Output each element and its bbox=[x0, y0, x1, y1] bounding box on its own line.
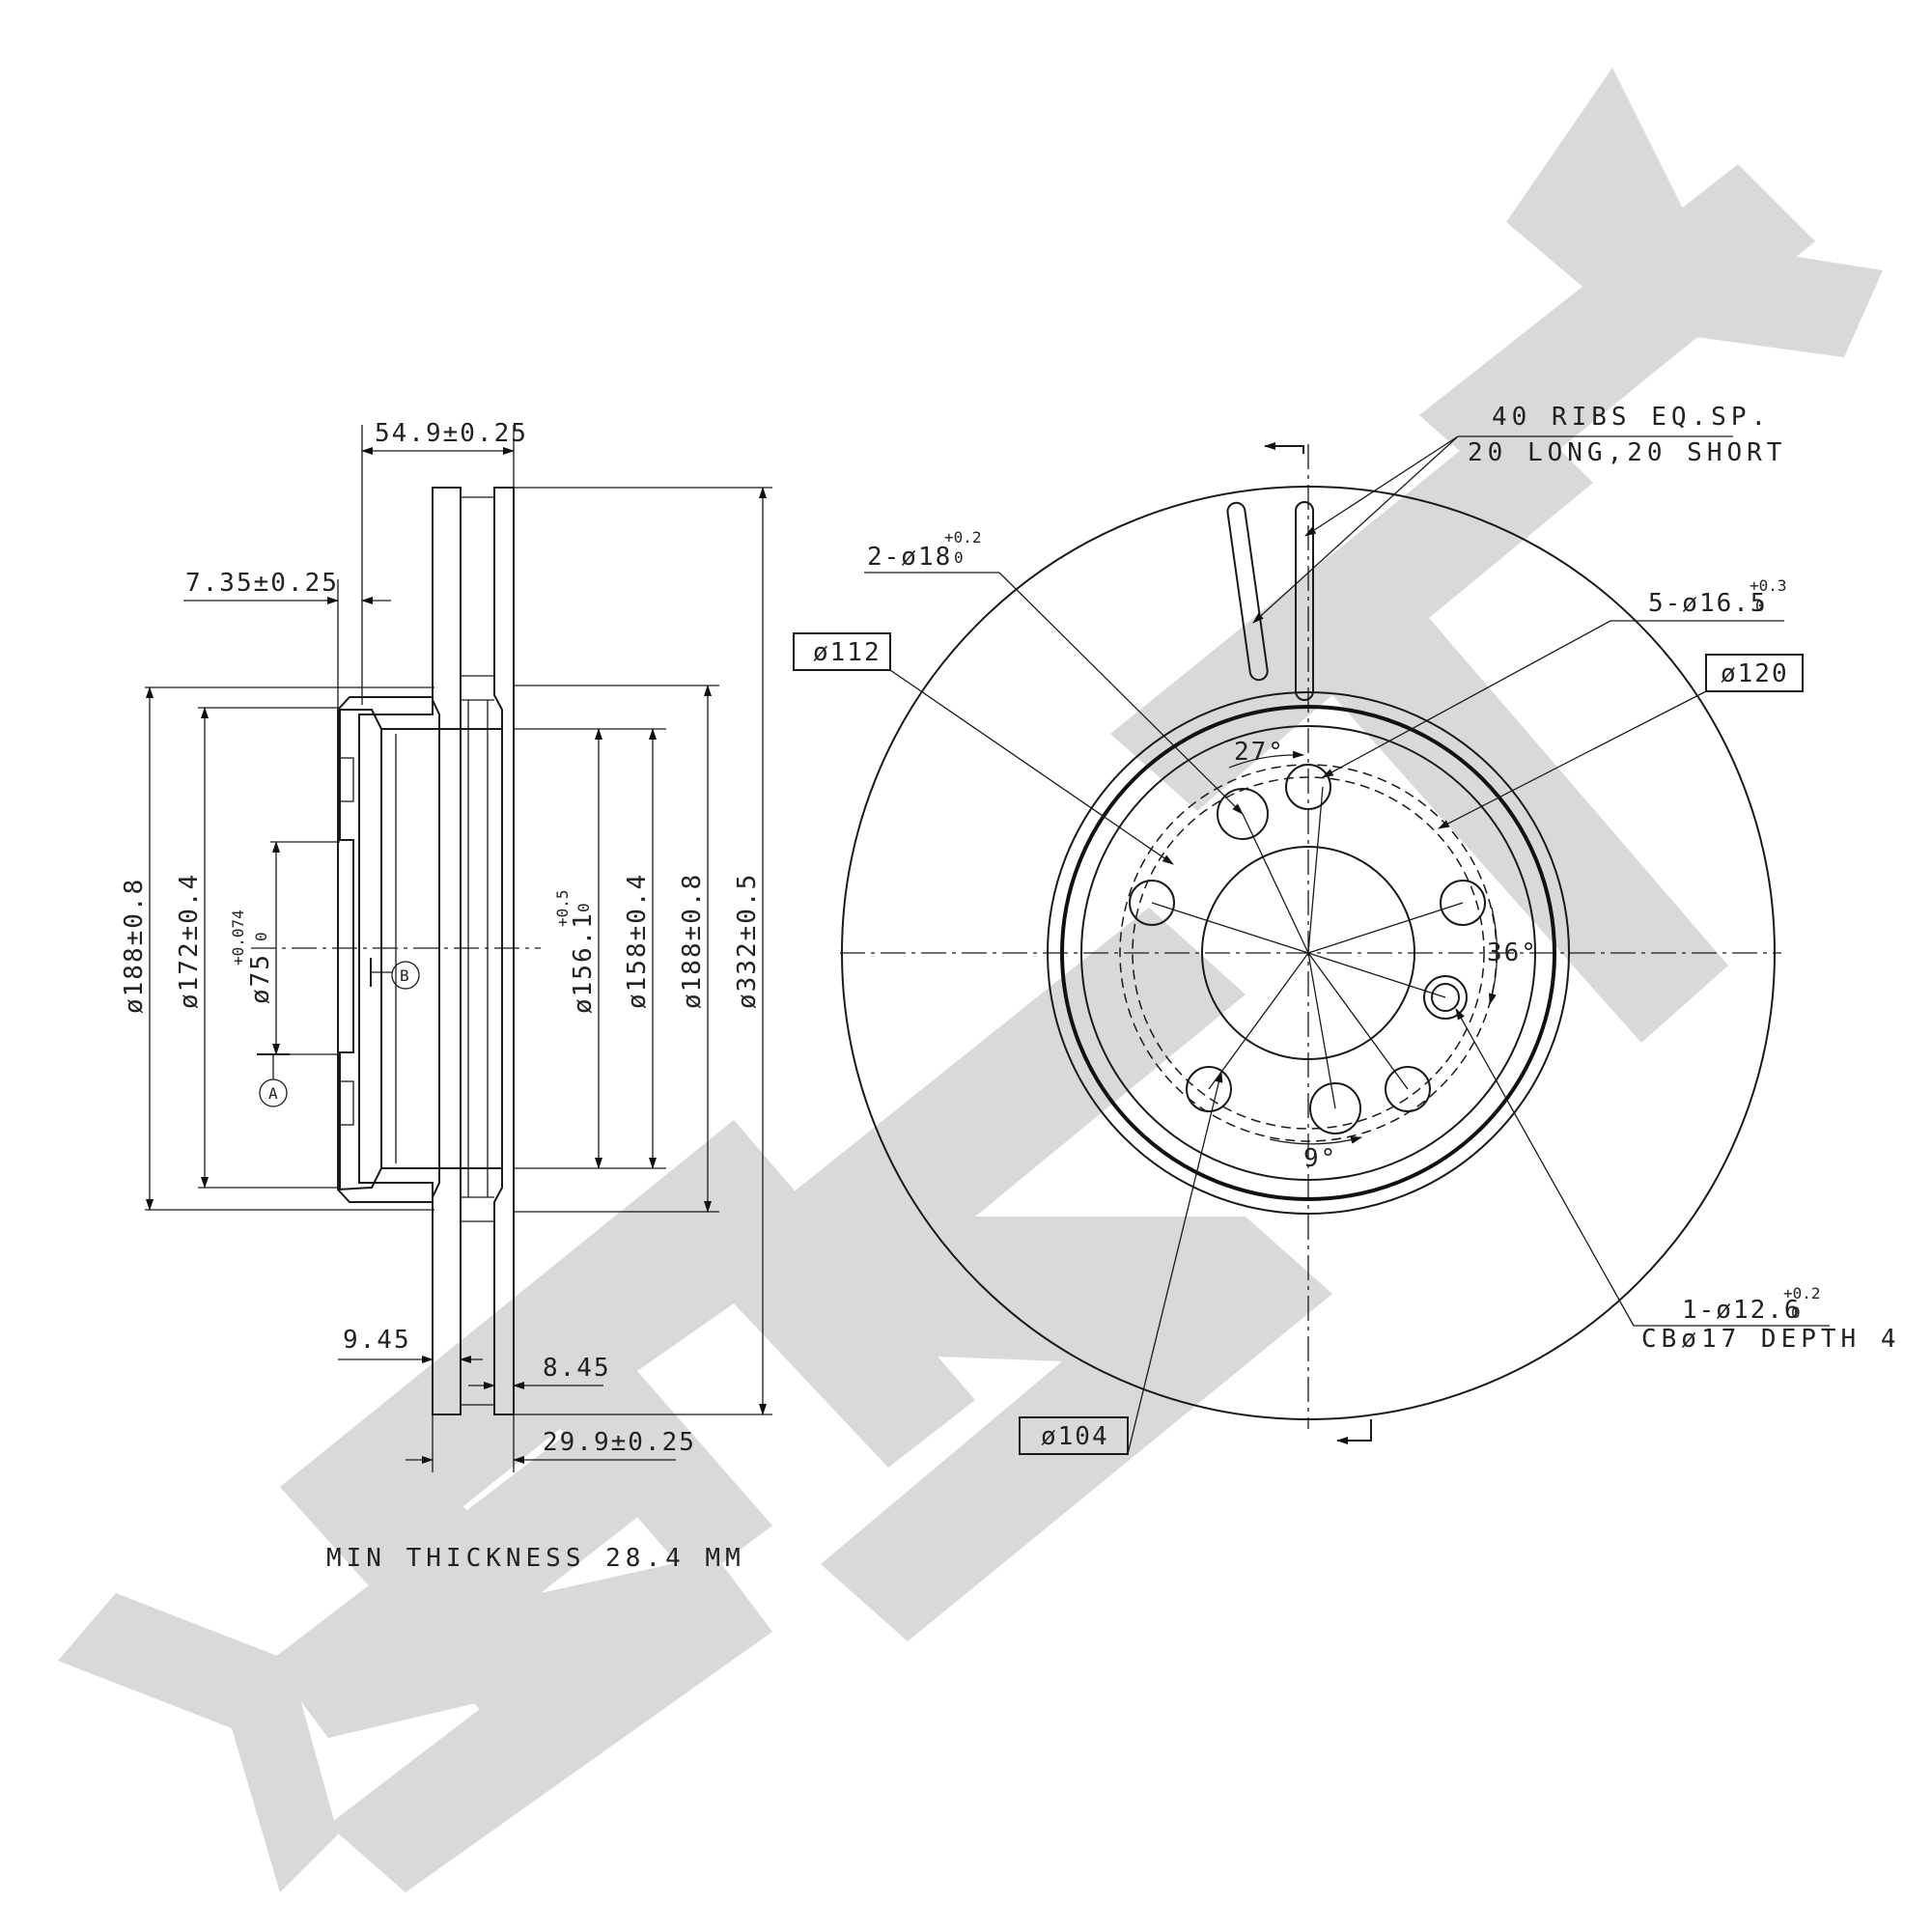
section-mark-top bbox=[1264, 442, 1304, 454]
angle-arc-27 bbox=[1228, 750, 1304, 769]
angle-9: 9° bbox=[1303, 1144, 1337, 1173]
holes-18-tol-lower: 0 bbox=[954, 548, 964, 567]
section-mark-bottom bbox=[1336, 1419, 1372, 1444]
box-d112-frame bbox=[793, 632, 891, 671]
angle-27: 27° bbox=[1234, 738, 1285, 767]
rib-short bbox=[1226, 501, 1269, 682]
dim-d75-tol-lower: 0 bbox=[252, 932, 270, 941]
dim-d158: ø158±0.4 bbox=[623, 873, 652, 1009]
hole-12-inner bbox=[1431, 983, 1460, 1012]
disc-outer-edge bbox=[841, 486, 1776, 1420]
hole-18-upper bbox=[1217, 788, 1269, 840]
holes-16-tol-upper: +0.3 bbox=[1750, 576, 1787, 595]
dim-d332: ø332±0.5 bbox=[733, 873, 762, 1009]
datum-a-circle bbox=[259, 1078, 288, 1107]
dim-d188-right: ø188±0.8 bbox=[678, 873, 707, 1009]
holes-18-tol-upper: +0.2 bbox=[944, 528, 982, 546]
datum-b-circle bbox=[391, 961, 420, 990]
hole-top bbox=[1285, 764, 1331, 810]
box-d120: ø120 bbox=[1721, 659, 1789, 688]
box-d112: ø112 bbox=[813, 638, 882, 667]
dim-plate-outer: 8.45 bbox=[543, 1354, 611, 1383]
hat-inner-edge bbox=[1080, 725, 1536, 1181]
hat-section-wall bbox=[337, 696, 434, 1203]
front-view: 40 RIBS EQ.SP. 20 LONG,20 SHORT 2-ø18 +0… bbox=[793, 403, 1901, 1455]
box-d104: ø104 bbox=[1041, 1422, 1109, 1451]
cooling-ribs bbox=[1226, 501, 1314, 701]
datum-a-label: A bbox=[268, 1084, 278, 1103]
holes-12-tol-upper: +0.2 bbox=[1783, 1284, 1821, 1302]
box-d120-frame bbox=[1705, 654, 1804, 692]
ribs-note-line1: 40 RIBS EQ.SP. bbox=[1492, 403, 1771, 432]
dim-d75-tol-upper: +0.074 bbox=[229, 910, 247, 966]
hole-right bbox=[1440, 880, 1486, 926]
rib-long bbox=[1295, 501, 1314, 701]
hole-left bbox=[1129, 880, 1175, 926]
dim-d172: ø172±0.4 bbox=[175, 873, 204, 1009]
hat-outer-edge bbox=[1060, 705, 1556, 1201]
dim-overall-width: 54.9±0.25 bbox=[375, 419, 528, 448]
datum-b-label: B bbox=[400, 966, 409, 985]
hole-lower-left bbox=[1186, 1066, 1232, 1112]
dim-d156-tol-upper: +0.5 bbox=[553, 889, 572, 927]
center-bore bbox=[1201, 846, 1415, 1060]
dim-hat-offset: 7.35±0.25 bbox=[185, 569, 339, 598]
angle-36: 36° bbox=[1487, 938, 1538, 967]
dim-plate-inner: 9.45 bbox=[343, 1326, 411, 1355]
dim-d188-left: ø188±0.8 bbox=[120, 878, 149, 1014]
hole-12-counterbore-outer bbox=[1423, 975, 1468, 1020]
hub-face bbox=[339, 710, 354, 1190]
friction-plate-outer bbox=[493, 487, 515, 1415]
friction-ring-inner bbox=[1047, 691, 1570, 1215]
dim-d75: ø75 bbox=[246, 953, 275, 1004]
angle-arc-9 bbox=[1269, 1135, 1362, 1145]
counterbore-label: CBø17 DEPTH 4 bbox=[1641, 1325, 1901, 1354]
hole-18-lower bbox=[1309, 1082, 1361, 1134]
dim-disc-thickness: 29.9±0.25 bbox=[543, 1428, 696, 1457]
watermark-chevron bbox=[58, 1593, 338, 1892]
min-thickness-note: MIN THICKNESS 28.4 MM bbox=[326, 1544, 745, 1573]
watermark-letter-n bbox=[714, 908, 1332, 1641]
bolt-holes bbox=[1129, 764, 1486, 1134]
zentek-watermark bbox=[58, 68, 1883, 1892]
bolt-circle-112 bbox=[1132, 776, 1485, 1130]
box-d104-frame bbox=[1019, 1416, 1129, 1455]
holes-16-label: 5-ø16.5 bbox=[1648, 589, 1768, 618]
side-section-view: 54.9±0.25 7.35±0.25 ø188±0.8 ø172±0.4 ø7… bbox=[120, 419, 772, 1573]
angle-arc-36 bbox=[1489, 907, 1498, 1005]
holes-12-tol-lower: 0 bbox=[1791, 1303, 1801, 1322]
dim-d156-tol-lower: 0 bbox=[574, 903, 593, 912]
ribs-note-line2: 20 LONG,20 SHORT bbox=[1468, 438, 1786, 467]
friction-plate-inner bbox=[432, 487, 462, 1415]
hole-lower-right bbox=[1385, 1066, 1431, 1112]
watermark-letter-k-arm bbox=[1506, 68, 1883, 357]
holes-16-tol-lower: 0 bbox=[1755, 597, 1765, 615]
dim-d156: ø156.1 bbox=[569, 911, 598, 1014]
holes-12-label: 1-ø12.6 bbox=[1682, 1296, 1802, 1325]
holes-18-label: 2-ø18 bbox=[867, 543, 952, 572]
